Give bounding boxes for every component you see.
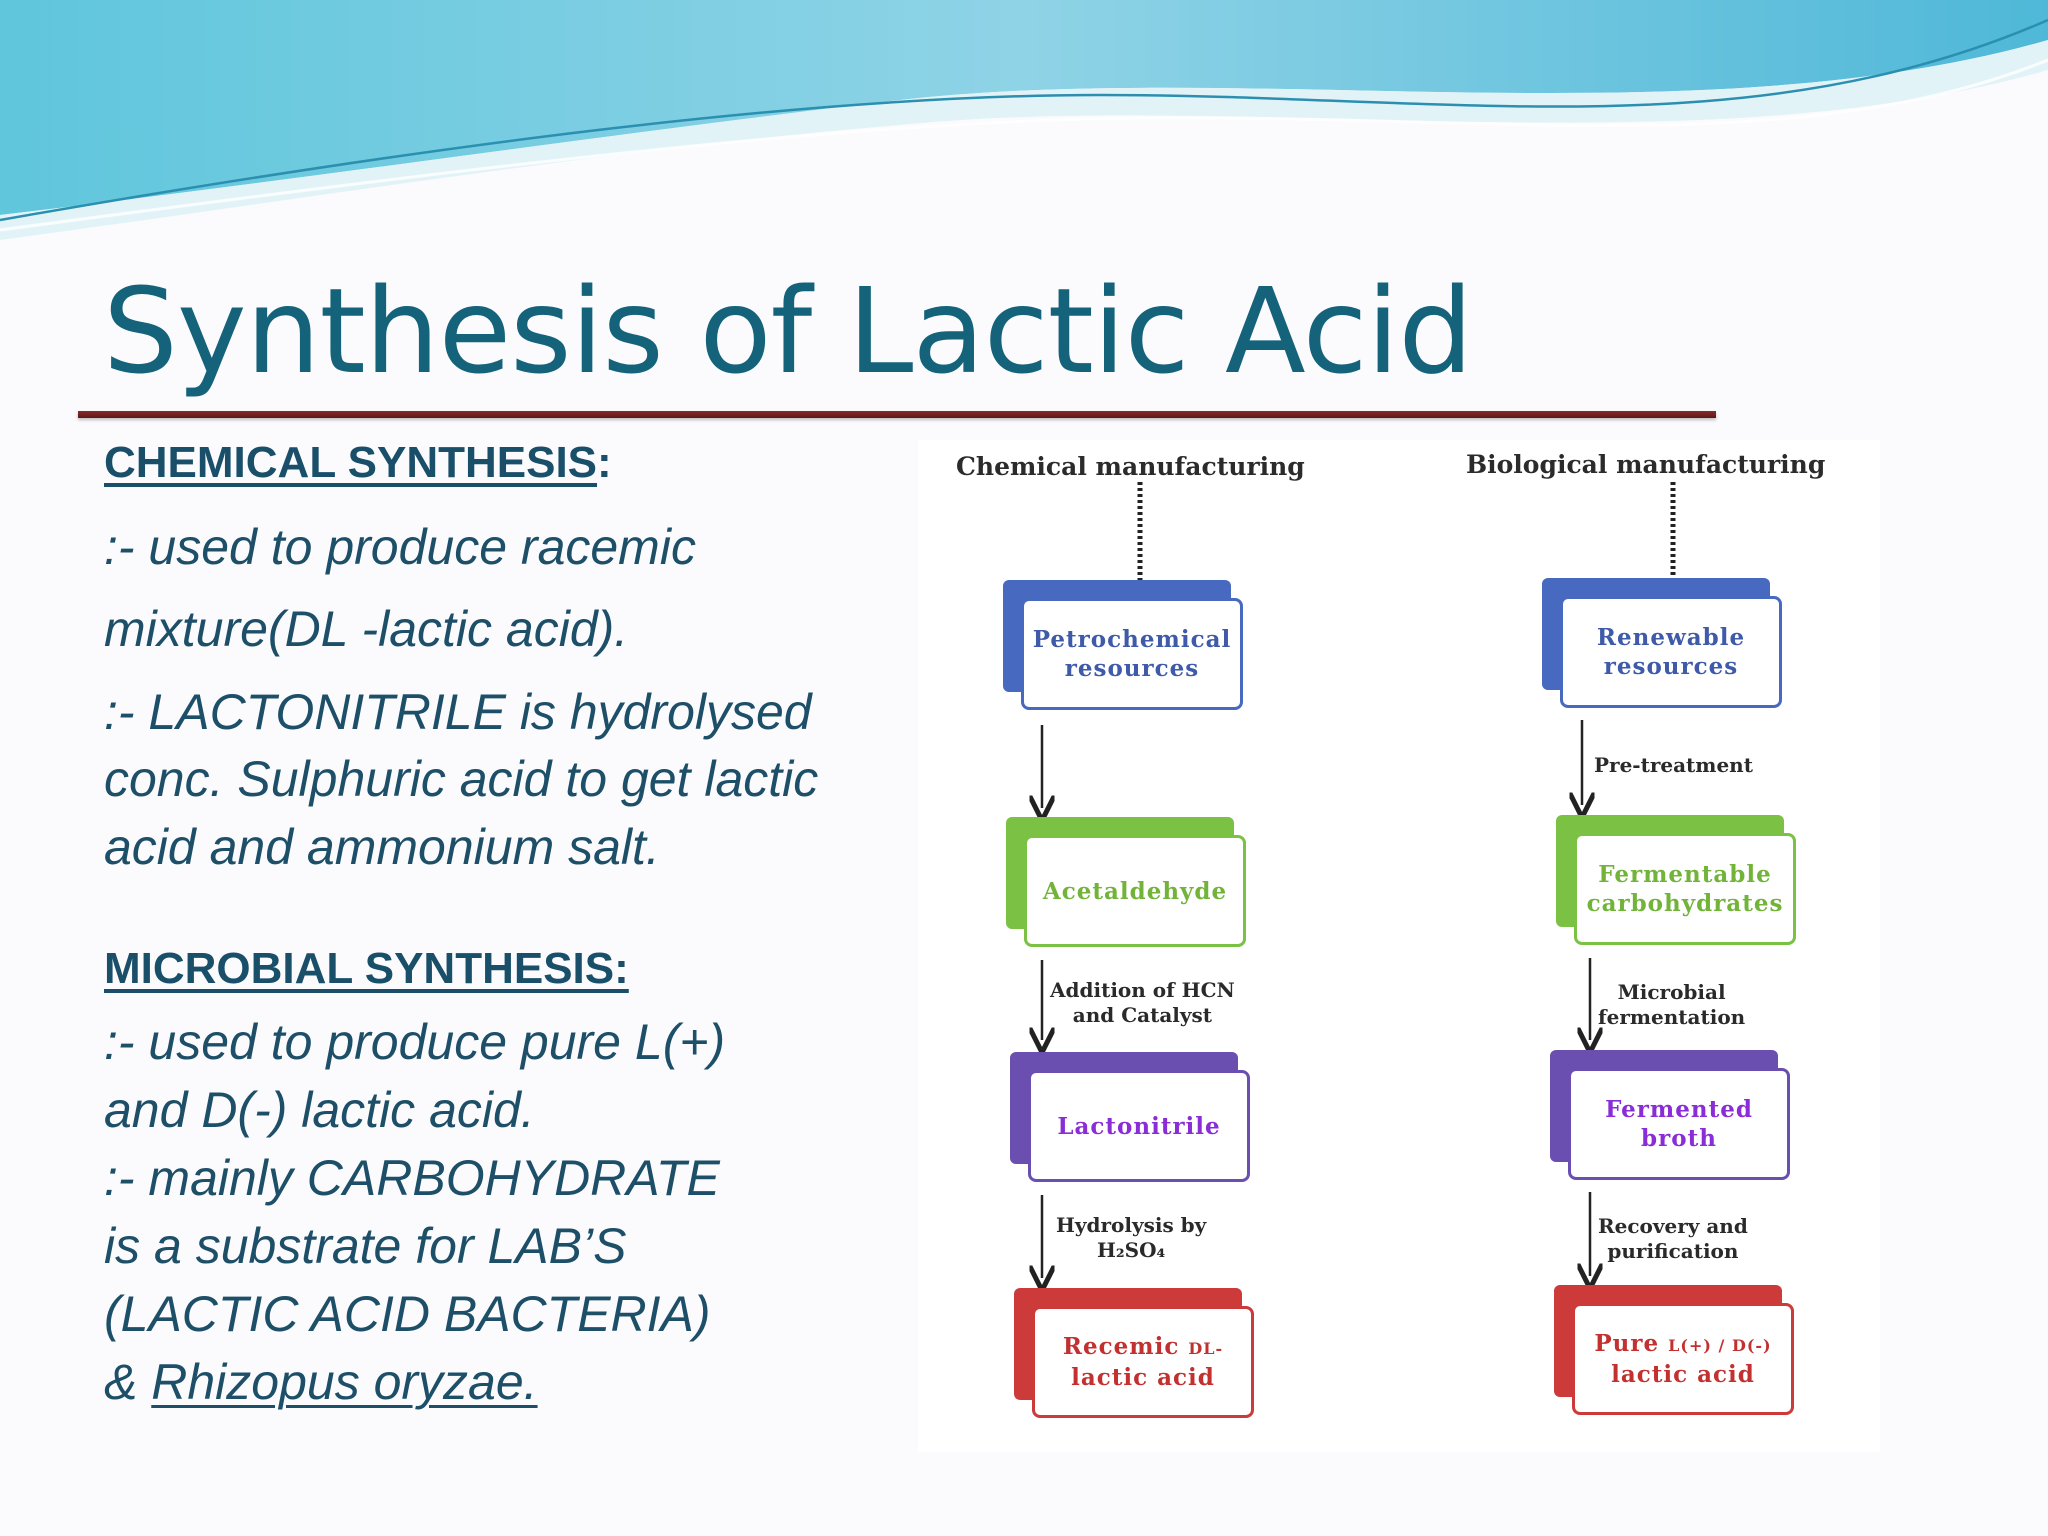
- box-label-line2: carbohydrates: [1586, 890, 1784, 917]
- box-label-line1: Petrochemical: [1032, 626, 1232, 653]
- box-label-line1: Lactonitrile: [1057, 1112, 1221, 1140]
- biological-manufacturing-title: Biological manufacturing: [1466, 450, 1826, 479]
- box-label-line2: resources: [1603, 653, 1739, 680]
- chemical-line-1: :- used to produce racemic: [104, 519, 696, 575]
- box-label-line2: lactic acid: [1611, 1361, 1755, 1388]
- lactonitrile-box: Lactonitrile: [1010, 1052, 1255, 1182]
- left-text-panel: CHEMICAL SYNTHESIS: :- used to produce r…: [0, 0, 925, 1536]
- microbial-line-2: and D(-) lactic acid.: [104, 1082, 535, 1138]
- box-label-line2: resources: [1064, 655, 1200, 682]
- title-divider: [78, 411, 1716, 418]
- box-label-line1: Recemic: [1062, 1333, 1189, 1360]
- acetaldehyde-box: Acetaldehyde: [1006, 817, 1251, 947]
- microbial-line-6: & Rhizopus oryzae.: [104, 1353, 538, 1411]
- pure-lactic-acid-box: Pure L(+) / D(-) lactic acid: [1554, 1285, 1799, 1415]
- step-line1: Hydrolysis by: [1056, 1213, 1207, 1237]
- box-label-line1: Fermented: [1605, 1096, 1753, 1123]
- header-wave-decoration: [0, 0, 2048, 240]
- organism-name: Rhizopus oryzae.: [151, 1354, 538, 1410]
- box-label-line2: lactic acid: [1071, 1364, 1215, 1391]
- step-line2: H₂SO₄: [1097, 1238, 1166, 1262]
- manufacturing-flow-diagram: Chemical manufacturing Biological manufa…: [918, 440, 1880, 1452]
- microbial-line-3: :- mainly CARBOHYDRATE: [104, 1150, 720, 1206]
- step-line1: Addition of HCN: [1050, 978, 1235, 1002]
- microbial-heading-text: MICROBIAL SYNTHESIS:: [104, 944, 629, 993]
- microbial-line-6-prefix: &: [104, 1354, 152, 1410]
- racemic-lactic-acid-box: Recemic DL-lactic acid: [1014, 1288, 1259, 1418]
- step-line2: purification: [1607, 1239, 1739, 1263]
- box-label-small: DL-: [1188, 1339, 1224, 1358]
- microbial-line-1: :- used to produce pure L(+): [104, 1014, 726, 1070]
- slide-title: Synthesis of Lactic Acid: [103, 262, 1473, 400]
- microbial-line-5: (LACTIC ACID BACTERIA): [104, 1286, 711, 1342]
- box-label-line1: Fermentable: [1598, 861, 1772, 888]
- chemical-synthesis-heading: CHEMICAL SYNTHESIS:: [104, 438, 612, 488]
- step-line2: fermentation: [1598, 1005, 1746, 1029]
- chemical-line-3: :- LACTONITRILE is hydrolysed: [104, 684, 812, 740]
- box-label-line1: Acetaldehyde: [1042, 877, 1228, 905]
- step-line1: Recovery and: [1598, 1214, 1748, 1238]
- microbial-line-4: is a substrate for LAB’S: [104, 1218, 627, 1274]
- box-label-small: L(+) / D(-): [1668, 1336, 1772, 1355]
- box-label-line1: Renewable: [1596, 624, 1746, 651]
- chemical-heading-text: CHEMICAL SYNTHESIS: [104, 438, 598, 487]
- box-label-line2: broth: [1641, 1125, 1717, 1152]
- box-label-line1: Pure: [1594, 1330, 1669, 1357]
- step-line1: Microbial: [1617, 980, 1726, 1004]
- bio-step-pretreatment: Pre-treatment: [1594, 753, 1753, 777]
- step-line2: and Catalyst: [1072, 1003, 1212, 1027]
- chemical-heading-colon: :: [597, 438, 612, 487]
- microbial-synthesis-heading: MICROBIAL SYNTHESIS:: [104, 944, 629, 994]
- chemical-manufacturing-title: Chemical manufacturing: [956, 452, 1305, 481]
- chemical-line-5: acid and ammonium salt.: [104, 819, 660, 875]
- chemical-line-4: conc. Sulphuric acid to get lactic: [104, 751, 819, 807]
- chemical-line-2: mixture(DL -lactic acid).: [104, 601, 629, 657]
